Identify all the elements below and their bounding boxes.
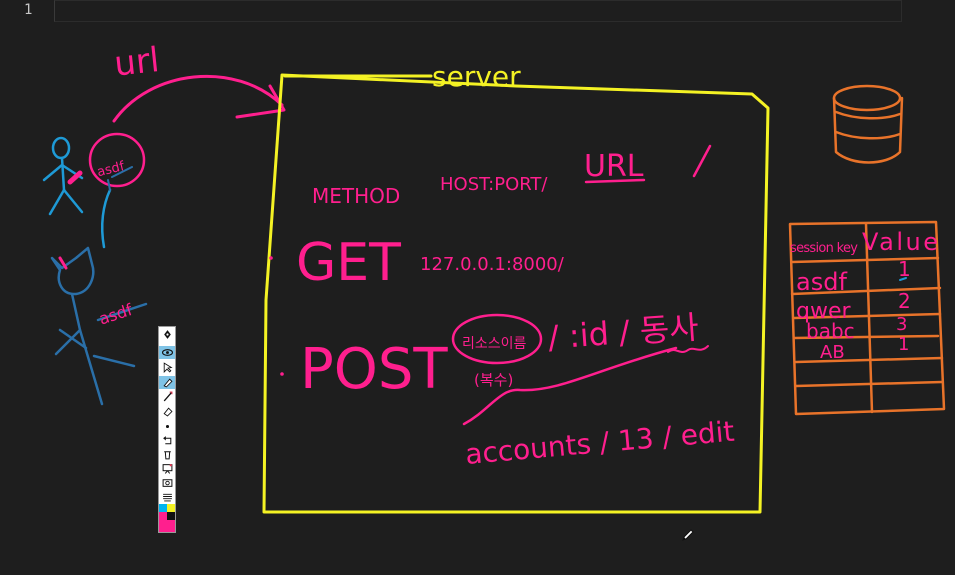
- url-arrow: [112, 75, 284, 123]
- attacker-bubble-text: asdf: [97, 300, 135, 329]
- resource-bubble: [451, 313, 543, 365]
- color-swatches-row-2[interactable]: [159, 512, 175, 520]
- arrow-cursor-icon[interactable]: [159, 361, 175, 374]
- whiteboard-icon[interactable]: [159, 462, 175, 475]
- bubble-connector-up: [107, 179, 111, 191]
- table-cell-value-1: 1: [898, 257, 911, 281]
- line-number: 1: [24, 2, 33, 18]
- line-icon[interactable]: [159, 390, 175, 403]
- swatch-yellow[interactable]: [167, 504, 175, 512]
- post-path: / :id / 동사: [547, 308, 700, 356]
- table-cell-key-1: asdf: [796, 268, 847, 296]
- header-url: URL: [584, 149, 644, 184]
- swatch-pink-selected[interactable]: [159, 520, 175, 532]
- bubble-connector: [101, 188, 112, 249]
- post-label: POST: [300, 337, 448, 402]
- swatch-pink[interactable]: [159, 512, 167, 520]
- header-host-port: HOST:PORT/: [440, 174, 548, 195]
- swatch-black[interactable]: [167, 512, 175, 520]
- table-cell-value-2: 2: [898, 289, 911, 313]
- underline-swirl: [462, 346, 678, 426]
- get-dot: [269, 256, 273, 260]
- user-bubble-text: asdf: [96, 159, 127, 180]
- header-method: METHOD: [312, 184, 400, 208]
- table-header-key: session key: [790, 241, 858, 256]
- get-address: 127.0.0.1:8000/: [420, 254, 565, 275]
- current-line-highlight: [54, 0, 902, 22]
- undo-icon[interactable]: [159, 434, 175, 447]
- get-label: GET: [296, 233, 401, 293]
- user-hand-marker: [67, 170, 83, 185]
- post-plural: (복수): [474, 371, 513, 389]
- session-table: [788, 220, 946, 416]
- color-swatches-row-3[interactable]: [159, 520, 175, 532]
- eye-icon[interactable]: [159, 346, 175, 359]
- pen-icon[interactable]: [159, 328, 175, 341]
- table-cell-value-4: 1: [898, 334, 909, 355]
- post-example: accounts / 13 / edit: [464, 415, 736, 471]
- post-resource: 리소스이름: [462, 336, 527, 352]
- table-cell-value-3: 3: [896, 314, 907, 335]
- table-cell-key-3: babc: [806, 319, 855, 343]
- pencil-cursor-icon: [682, 529, 694, 541]
- color-swatches-row-1[interactable]: [159, 504, 175, 512]
- post-dot: [280, 372, 284, 376]
- scribble-line: [667, 345, 709, 353]
- dot-icon[interactable]: [159, 420, 175, 433]
- highlighter-icon[interactable]: [159, 376, 175, 389]
- url-arrowhead: [235, 84, 286, 119]
- table-cell-key-2: qwer: [796, 299, 851, 324]
- drawing-toolbar: [158, 326, 176, 533]
- user-figure: [42, 136, 84, 216]
- attacker-mark: [58, 256, 68, 270]
- database-icon: [832, 84, 904, 164]
- header-slash-stroke: [692, 144, 712, 178]
- table-header-value: Value: [862, 228, 938, 256]
- server-label: server: [432, 60, 521, 93]
- screenshot-icon[interactable]: [159, 476, 175, 489]
- trash-icon[interactable]: [159, 448, 175, 461]
- attacker-figure: [50, 246, 148, 406]
- header-slash: /: [697, 149, 708, 184]
- url-arrow-label: url: [112, 40, 161, 84]
- eraser-icon[interactable]: [159, 405, 175, 418]
- editor-line[interactable]: 1: [0, 0, 955, 22]
- server-box: [262, 73, 770, 514]
- table-cell-key-4: AB: [820, 342, 845, 363]
- layers-icon[interactable]: [159, 490, 175, 503]
- user-speech-bubble: [88, 132, 146, 188]
- swatch-cyan[interactable]: [159, 504, 167, 512]
- url-underline: [584, 178, 646, 184]
